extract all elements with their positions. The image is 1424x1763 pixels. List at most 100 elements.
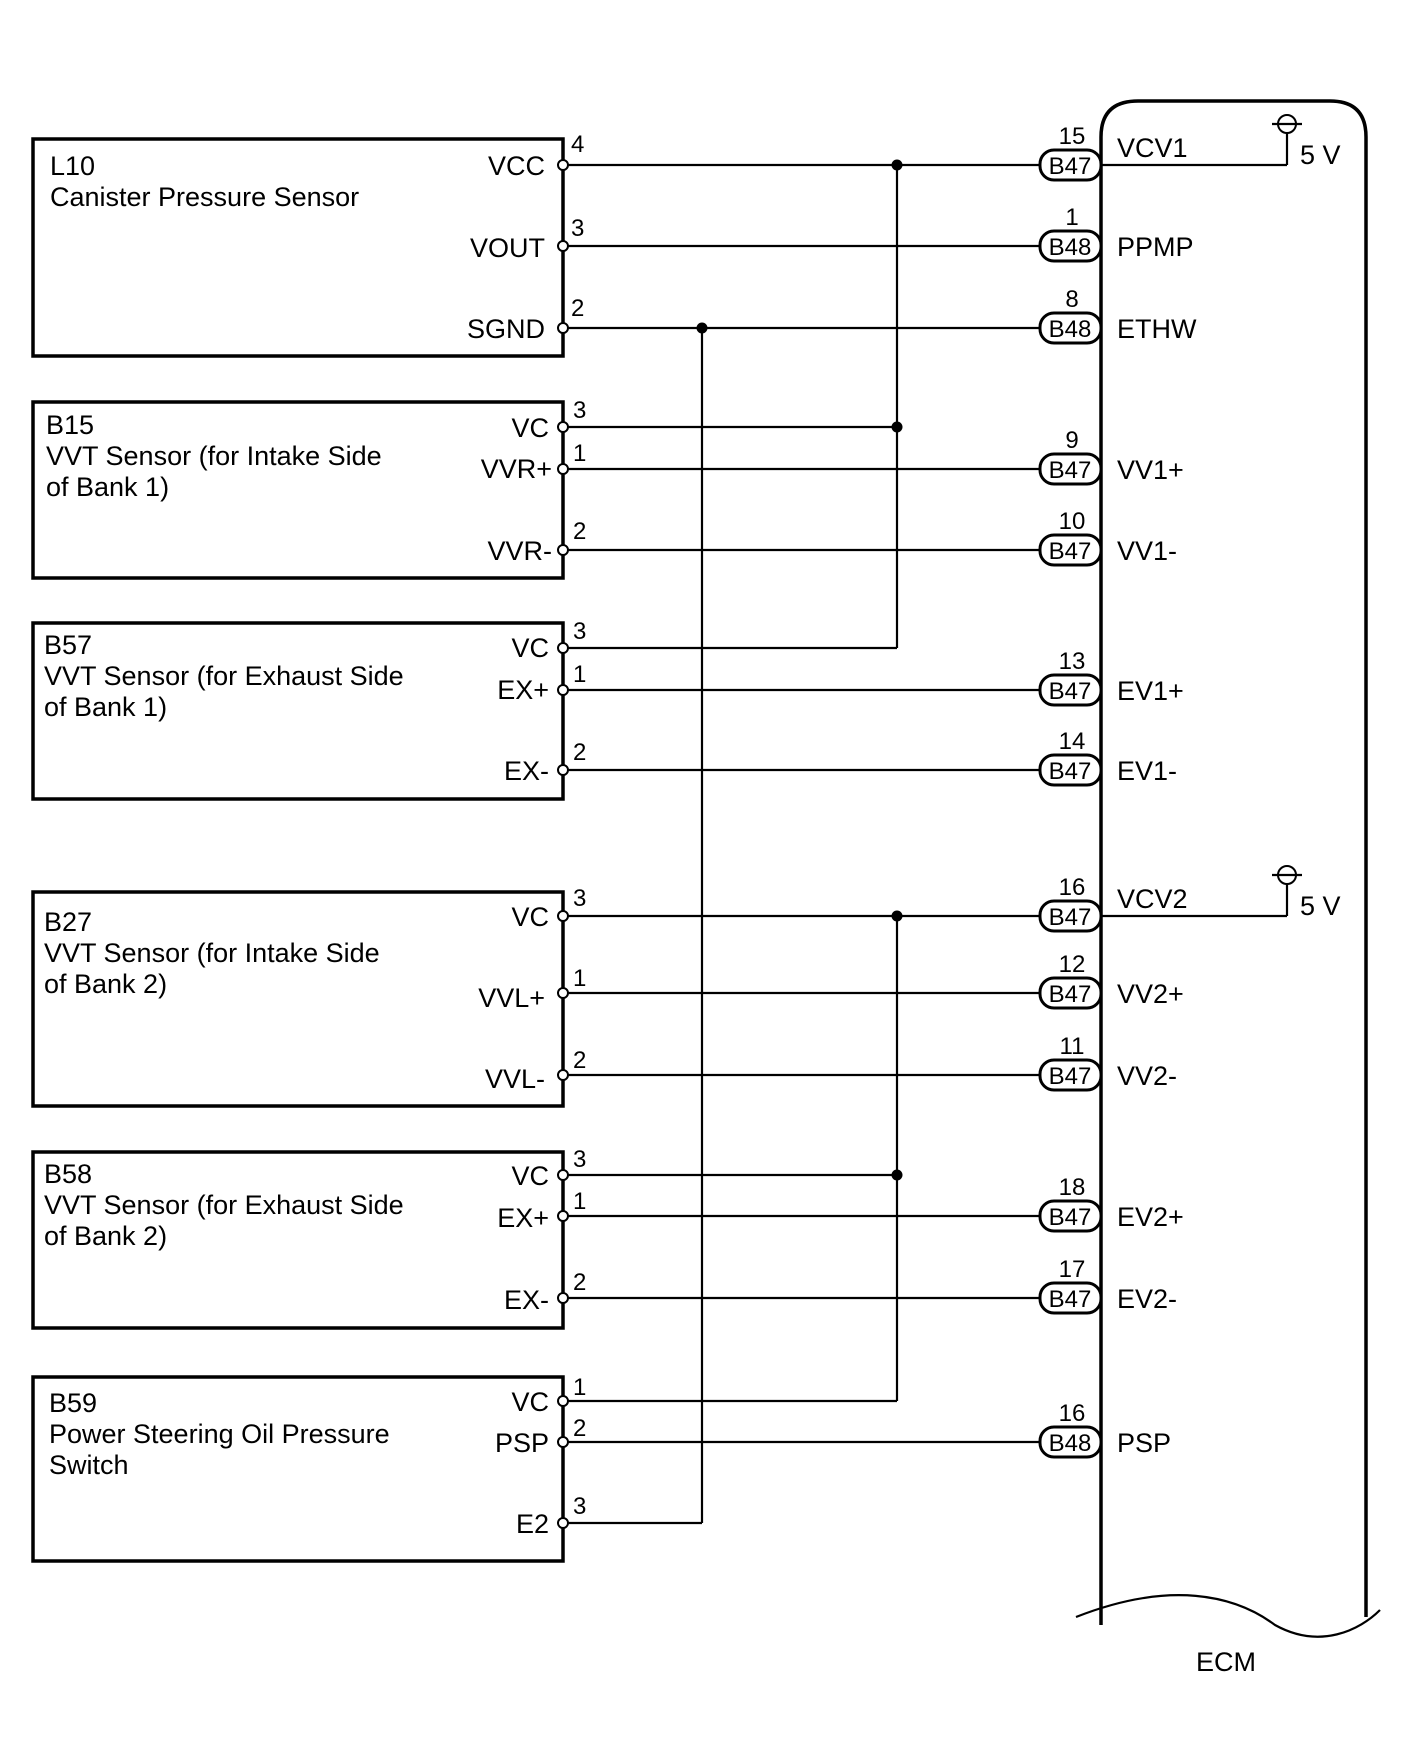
ecm-signal-name: VV2+ xyxy=(1117,979,1184,1009)
bus-lines xyxy=(700,165,899,1523)
pin-terminal xyxy=(557,544,569,556)
pin-label: VCC xyxy=(488,151,545,181)
pin-label: VVL- xyxy=(485,1064,545,1094)
supply-voltage-label: 5 V xyxy=(1300,891,1341,921)
connector-badge xyxy=(1038,976,1103,1010)
connector-id: B47 xyxy=(1049,1286,1092,1313)
pin-terminal xyxy=(557,421,569,433)
pin-labels: VCC 4 VOUT 3 SGND 2 VC 3 VVR+ 1 VVR- 2 V… xyxy=(467,131,586,1539)
component-b57: B57 VVT Sensor (for Exhaust Side of Bank… xyxy=(31,621,565,801)
connector-id: B47 xyxy=(1049,457,1092,484)
pin-number: 1 xyxy=(573,440,586,467)
ecm-pin-number: 10 xyxy=(1059,508,1086,535)
pin-number: 1 xyxy=(573,661,586,688)
ecm-pin-number: 16 xyxy=(1059,1400,1086,1427)
component-b59: B59 Power Steering Oil Pressure Switch xyxy=(31,1375,565,1563)
pin-label: E2 xyxy=(516,1509,549,1539)
pin-terminal xyxy=(557,764,569,776)
pin-number: 3 xyxy=(573,397,586,424)
component-ref: L10 xyxy=(50,151,95,181)
pin-terminal xyxy=(557,910,569,922)
connector-badge xyxy=(1038,452,1103,486)
pin-number: 3 xyxy=(571,215,584,242)
supply-5v-bottom: 5 V xyxy=(1101,865,1341,921)
pin-number: 3 xyxy=(573,885,586,912)
connector-badge xyxy=(1038,1425,1103,1459)
ecm-signal-name: VCV1 xyxy=(1117,133,1188,163)
connector-id: B47 xyxy=(1049,1063,1092,1090)
component-b15: B15 VVT Sensor (for Intake Side of Bank … xyxy=(31,400,565,580)
pin-terminal xyxy=(557,987,569,999)
ecm-signal-name: EV2- xyxy=(1117,1284,1177,1314)
pin-terminal xyxy=(557,1436,569,1448)
ecm-pin-number: 8 xyxy=(1065,286,1078,313)
ecm-signal-name: EV1- xyxy=(1117,756,1177,786)
pin-label: EX- xyxy=(504,1285,549,1315)
supply-voltage-label: 5 V xyxy=(1300,140,1341,170)
ecm-pin-number: 14 xyxy=(1059,728,1086,755)
pin-terminal xyxy=(557,642,569,654)
component-b27: B27 VVT Sensor (for Intake Side of Bank … xyxy=(31,890,565,1108)
pin-label: EX- xyxy=(504,756,549,786)
pin-terminal xyxy=(557,1517,569,1529)
pin-label: VOUT xyxy=(470,233,545,263)
ecm-signal-name: VCV2 xyxy=(1117,884,1188,914)
pin-label: VC xyxy=(511,633,549,663)
component-name-line: Canister Pressure Sensor xyxy=(50,182,359,212)
junction-dot xyxy=(891,159,903,171)
signal-wires xyxy=(563,163,1040,1525)
junction-dot xyxy=(891,910,903,922)
component-name-line: Power Steering Oil Pressure xyxy=(49,1419,390,1449)
junctions xyxy=(696,159,903,1181)
pin-terminal xyxy=(557,1395,569,1407)
connector-id: B47 xyxy=(1049,758,1092,785)
component-name-line: VVT Sensor (for Intake Side xyxy=(46,441,382,471)
component-name-line: Switch xyxy=(49,1450,129,1480)
pin-number: 2 xyxy=(573,1269,586,1296)
component-name-line: of Bank 1) xyxy=(44,692,167,722)
pin-terminal xyxy=(557,322,569,334)
pin-number: 4 xyxy=(571,131,584,158)
connector-badge xyxy=(1038,673,1103,707)
ecm-pin-number: 12 xyxy=(1059,951,1086,978)
connector-badge xyxy=(1038,753,1103,787)
ecm-pin-number: 17 xyxy=(1059,1256,1086,1283)
ecm-signal-name: VV1+ xyxy=(1117,455,1184,485)
pin-number: 2 xyxy=(571,295,584,322)
ecm-break-line xyxy=(1075,1594,1381,1638)
component-l10: L10 Canister Pressure Sensor xyxy=(31,137,565,358)
connector-id: B47 xyxy=(1049,904,1092,931)
connector-id: B48 xyxy=(1049,1430,1092,1457)
pin-label: SGND xyxy=(467,314,545,344)
ecm-signal-name: EV1+ xyxy=(1117,676,1184,706)
pin-number: 2 xyxy=(573,1415,586,1442)
pin-label: VVL+ xyxy=(478,983,545,1013)
pin-label: EX+ xyxy=(497,675,549,705)
pin-label: VVR+ xyxy=(481,454,552,484)
component-ref: B59 xyxy=(49,1388,97,1418)
pin-number: 1 xyxy=(573,1374,586,1401)
ecm-pin-number: 13 xyxy=(1059,648,1086,675)
pin-number: 3 xyxy=(573,1493,586,1520)
ecm-signal-name: PPMP xyxy=(1117,232,1194,262)
component-name-line: VVT Sensor (for Intake Side xyxy=(44,938,380,968)
pin-label: VC xyxy=(511,413,549,443)
pin-terminal xyxy=(557,1292,569,1304)
connector-badge xyxy=(1038,1058,1103,1092)
connector-id: B47 xyxy=(1049,678,1092,705)
pin-number: 2 xyxy=(573,739,586,766)
component-name-line: VVT Sensor (for Exhaust Side xyxy=(44,661,404,691)
connector-id: B47 xyxy=(1049,153,1092,180)
pin-terminal xyxy=(557,1169,569,1181)
ecm-signal-name: VV2- xyxy=(1117,1061,1177,1091)
